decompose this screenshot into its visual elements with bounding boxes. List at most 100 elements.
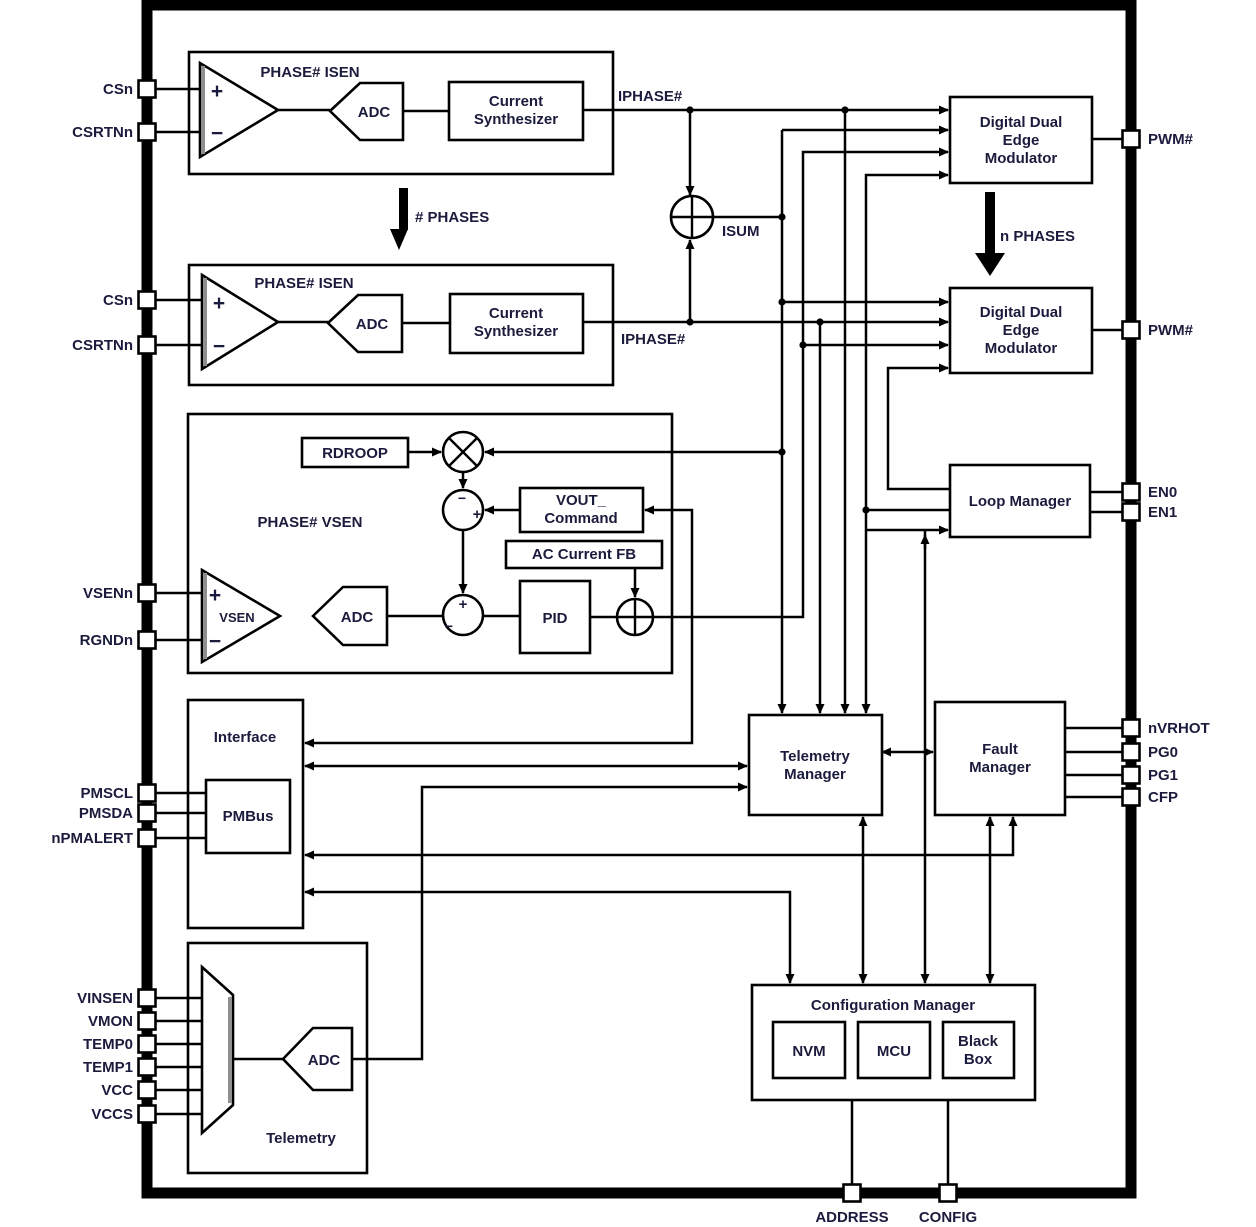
pin-temp0-label: TEMP0 xyxy=(83,1036,133,1053)
pin-pwm-2 xyxy=(1121,320,1141,340)
block-label-phase-isen-2-box: PHASE# ISEN xyxy=(254,275,353,292)
pin-vmon-label: VMON xyxy=(88,1013,133,1030)
pin-pwm-2-label: PWM# xyxy=(1148,322,1194,339)
pin-pwm-1 xyxy=(1121,129,1141,149)
pin-temp1 xyxy=(137,1057,157,1077)
block-label-pid: PID xyxy=(542,610,567,627)
telemetry-mux xyxy=(200,964,235,1136)
pin-temp1-label: TEMP1 xyxy=(83,1059,133,1076)
pin-pmsda-label: PMSDA xyxy=(79,805,133,822)
wire-loop-mgr-mod1-line xyxy=(864,170,950,512)
pin-csrtnn-1 xyxy=(137,122,157,142)
adc-telemetry-label: ADC xyxy=(308,1052,341,1069)
iphase2-label: IPHASE# xyxy=(621,331,686,348)
amp2-plus: + xyxy=(213,292,225,315)
pin-csn-1-label: CSn xyxy=(103,81,133,98)
pin-vccs xyxy=(137,1104,157,1124)
block-label-loop-manager: Loop Manager xyxy=(969,493,1072,510)
pin-cfp xyxy=(1121,787,1141,807)
amp2-minus: − xyxy=(213,335,225,358)
pin-en1-label: EN1 xyxy=(1148,504,1177,521)
pin-pwm-1-label: PWM# xyxy=(1148,131,1194,148)
block-label-interface-box: Interface xyxy=(214,729,277,746)
pin-vinsen xyxy=(137,988,157,1008)
pin-csrtnn-1-label: CSRTNn xyxy=(72,124,133,141)
pin-vsenn xyxy=(137,583,157,603)
amp3-plus: + xyxy=(209,584,221,607)
pin-config xyxy=(938,1183,958,1203)
n-phases-arrow xyxy=(975,192,1005,276)
pin-pg0 xyxy=(1121,742,1141,762)
pin-address-label: ADDRESS xyxy=(815,1209,888,1226)
vsen-amp xyxy=(200,567,283,665)
pin-pg1 xyxy=(1121,765,1141,785)
junction-dot-8 xyxy=(862,506,870,514)
block-nvm: NVM xyxy=(771,1020,847,1080)
pin-vcc xyxy=(137,1080,157,1100)
pin-en0 xyxy=(1121,482,1141,502)
block-mcu: MCU xyxy=(856,1020,932,1080)
junction-dot-4 xyxy=(778,213,786,221)
summer-3 xyxy=(615,597,655,637)
pin-vsenn-label: VSENn xyxy=(83,585,133,602)
pin-csrtnn-2 xyxy=(137,335,157,355)
wire-fm-interface-link xyxy=(304,816,1018,860)
pin-pmsda xyxy=(137,803,157,823)
junction-dot-1 xyxy=(841,106,849,114)
pin-csn-2 xyxy=(137,290,157,310)
pin-pg1-label: PG1 xyxy=(1148,767,1178,784)
pin-pmscl-label: PMSCL xyxy=(81,785,134,802)
adc-isen-1-label: ADC xyxy=(358,104,391,121)
pin-config-label: CONFIG xyxy=(919,1209,977,1226)
wire-telem-adc-tm-line xyxy=(352,782,748,1061)
pin-csn-2-label: CSn xyxy=(103,292,133,309)
block-label-ac-current-fb: AC Current FB xyxy=(532,546,636,563)
pin-vcc-label: VCC xyxy=(101,1082,133,1099)
pin-nvrhot-label: nVRHOT xyxy=(1148,720,1210,737)
pin-nvrhot xyxy=(1121,718,1141,738)
wire-interface-vout-link xyxy=(304,505,694,748)
pin-pmscl xyxy=(137,783,157,803)
adc-telemetry: ADC xyxy=(281,1026,354,1092)
pin-vmon xyxy=(137,1011,157,1031)
pin-cfp-label: CFP xyxy=(1148,789,1178,806)
adc-isen-2: ADC xyxy=(326,293,404,354)
num-phases-arrow xyxy=(390,188,408,250)
wire-interface-cfg-link xyxy=(304,887,795,984)
block-vout-command: VOUT_Command xyxy=(518,486,645,534)
amp3-minus: − xyxy=(209,630,221,653)
isen-amp-2 xyxy=(200,272,281,372)
block-label-mcu: MCU xyxy=(877,1043,911,1060)
block-label-phase-vsen-box: PHASE# VSEN xyxy=(257,514,362,531)
block-pmbus: PMBus xyxy=(204,778,292,855)
pin-vinsen-label: VINSEN xyxy=(77,990,133,1007)
adc-vsen-label: ADC xyxy=(341,609,374,626)
iphase1-label: IPHASE# xyxy=(618,88,683,105)
pin-csrtnn-2-label: CSRTNn xyxy=(72,337,133,354)
amp1-minus: − xyxy=(211,122,223,145)
summer-1 xyxy=(441,488,485,532)
wire-vsen-out-bus xyxy=(653,147,949,619)
pin-address xyxy=(842,1183,862,1203)
block-label-configuration-manager: Configuration Manager xyxy=(811,997,975,1014)
junction-dot-0 xyxy=(686,106,694,114)
block-loop-manager: Loop Manager xyxy=(948,463,1092,539)
junction-dot-2 xyxy=(686,318,694,326)
summer-2 xyxy=(441,593,485,637)
droop-multiplier xyxy=(441,430,485,474)
junction-dot-7 xyxy=(799,341,807,349)
pin-temp0 xyxy=(137,1034,157,1054)
